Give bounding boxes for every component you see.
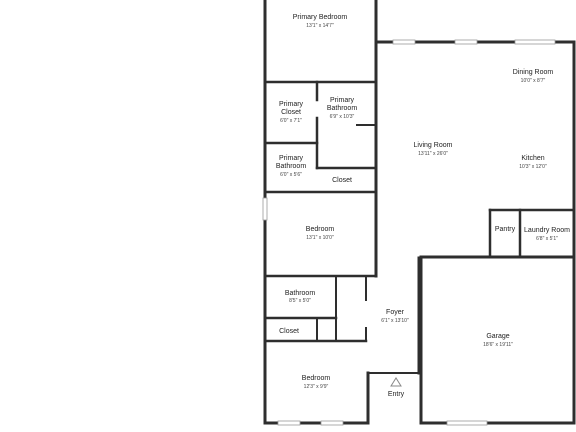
- room-name: Kitchen: [521, 155, 544, 162]
- room-name: Pantry: [495, 226, 516, 233]
- room-dimensions: 6'0" x 5'6": [280, 172, 302, 178]
- room-name: Closet: [332, 177, 352, 184]
- room-dimensions: 18'6" x 19'11": [483, 342, 513, 348]
- windows: [262, 39, 556, 426]
- room-kitchen: Kitchen 10'3" x 12'0": [519, 155, 547, 170]
- room-name: Bathroom: [285, 290, 316, 297]
- room-pantry: Pantry: [495, 226, 516, 233]
- room-dimensions: 6'1" x 13'10": [381, 318, 409, 324]
- room-name: Closet: [279, 328, 299, 335]
- room-dimensions: 13'1" x 10'0": [306, 235, 334, 241]
- entry-arrow-icon: [390, 377, 402, 387]
- room-living-room: Living Room 13'11" x 26'0": [414, 142, 453, 157]
- room-closet-lower: Closet: [279, 328, 299, 335]
- walls: [263, 0, 576, 425]
- room-name: Bedroom: [306, 226, 335, 233]
- room-entry: Entry: [388, 391, 405, 398]
- room-dimensions: 6'0" x 7'1": [280, 118, 302, 124]
- room-name: Primary Bedroom: [293, 14, 348, 21]
- room-primary-bedroom: Primary Bedroom 13'1" x 14'7": [293, 14, 348, 29]
- room-laundry-room: Laundry Room 6'8" x 5'1": [524, 227, 570, 242]
- room-name: Foyer: [386, 309, 405, 316]
- room-dimensions: 12'3" x 9'9": [304, 384, 329, 390]
- room-name: Living Room: [414, 142, 453, 149]
- room-name: Dining Room: [513, 69, 554, 76]
- room-closet-upper: Closet: [332, 177, 352, 184]
- room-dimensions: 8'5" x 5'0": [289, 298, 311, 304]
- room-bedroom-lower: Bedroom 12'3" x 9'9": [302, 375, 331, 390]
- room-garage: Garage 18'6" x 19'11": [483, 333, 513, 348]
- room-name: Bedroom: [302, 375, 331, 382]
- room-name: Laundry Room: [524, 227, 570, 234]
- room-bathroom: Bathroom 8'5" x 5'0": [285, 290, 316, 304]
- room-foyer: Foyer 6'1" x 13'10": [381, 309, 409, 324]
- room-dimensions: 10'0" x 8'7": [521, 78, 546, 84]
- room-dimensions: 13'1" x 14'7": [306, 23, 334, 29]
- room-bedroom-mid: Bedroom 13'1" x 10'0": [306, 226, 335, 241]
- room-dimensions: 10'3" x 12'0": [519, 164, 547, 170]
- room-dimensions: 6'8" x 5'1": [536, 236, 558, 242]
- room-dimensions: 6'9" x 10'3": [330, 114, 355, 120]
- room-dining-room: Dining Room 10'0" x 8'7": [513, 69, 554, 84]
- room-name: Garage: [486, 333, 509, 340]
- room-dimensions: 13'11" x 26'0": [418, 151, 448, 157]
- room-name: Entry: [388, 391, 405, 398]
